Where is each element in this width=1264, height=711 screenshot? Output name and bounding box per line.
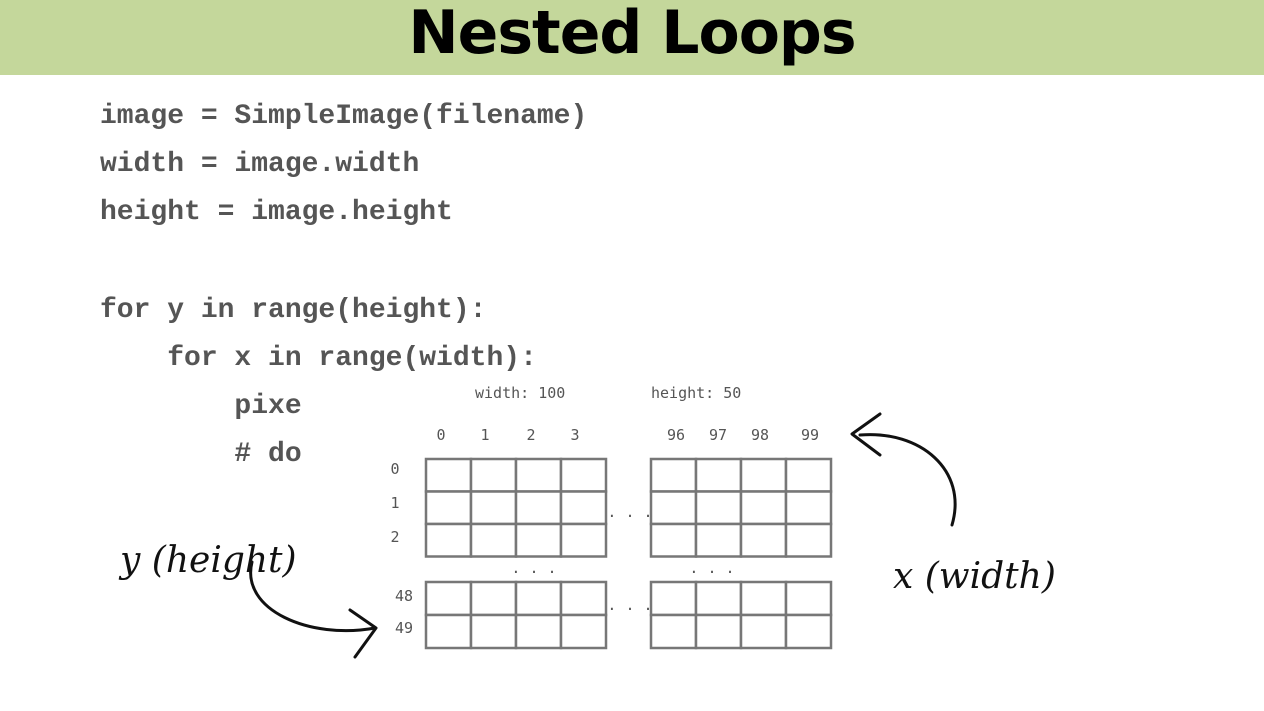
pixel-cell — [739, 580, 788, 617]
row-label: 1 — [390, 494, 399, 512]
x-arrow — [858, 433, 957, 527]
pixel-cell — [649, 457, 698, 493]
column-label: 97 — [709, 426, 727, 444]
pixel-cell — [559, 580, 608, 617]
pixel-cell — [694, 613, 743, 650]
code-line: width = image.width — [100, 149, 420, 180]
row-label: 48 — [395, 587, 413, 605]
column-label: 2 — [526, 426, 535, 444]
pixel-cell — [739, 490, 788, 526]
y-height-annotation: y (height) — [118, 540, 297, 581]
column-label: 3 — [570, 426, 579, 444]
code-line: for y in range(height): — [100, 295, 487, 326]
pixel-cell — [424, 490, 473, 526]
code-line: pixe — [100, 391, 302, 422]
row-labels: 0 1 2 48 49 — [390, 460, 413, 637]
pixel-cell — [559, 613, 608, 650]
ellipsis-row-48: . . . — [607, 596, 652, 614]
column-labels: 0 1 2 3 96 97 98 99 — [436, 426, 819, 444]
row-label: 0 — [390, 460, 399, 478]
pixel-cell — [469, 580, 518, 617]
pixel-cell — [514, 522, 563, 558]
pixel-cell — [784, 490, 833, 526]
pixel-cell — [514, 457, 563, 493]
pixel-cell — [694, 457, 743, 493]
pixel-cell — [559, 490, 608, 526]
pixel-cell — [784, 580, 833, 617]
pixel-cell — [514, 490, 563, 526]
pixel-cell — [784, 522, 833, 558]
column-label: 98 — [751, 426, 769, 444]
column-label: 1 — [480, 426, 489, 444]
y-arrow — [249, 560, 377, 633]
ellipsis-row-0-2: . . . — [607, 503, 652, 521]
pixel-cell — [559, 522, 608, 558]
y-arrow-head — [348, 608, 378, 659]
pixel-cell — [649, 613, 698, 650]
x-width-annotation: x (width) — [893, 556, 1056, 597]
code-line: for x in range(width): — [100, 343, 537, 374]
pixel-cell — [784, 613, 833, 650]
pixel-cell — [514, 580, 563, 617]
code-line: image = SimpleImage(filename) — [100, 101, 588, 132]
pixel-cell — [694, 580, 743, 617]
pixel-cell — [694, 490, 743, 526]
pixel-cell — [694, 522, 743, 558]
row-label: 2 — [390, 528, 399, 546]
column-label: 99 — [801, 426, 819, 444]
pixel-cell — [424, 580, 473, 617]
pixel-cell — [739, 457, 788, 493]
pixel-cell — [559, 457, 608, 493]
pixel-cell — [469, 457, 518, 493]
pixel-cell — [469, 490, 518, 526]
pixel-cell — [469, 522, 518, 558]
column-label: 0 — [436, 426, 445, 444]
pixel-cell — [649, 490, 698, 526]
width-label: width: 100 — [475, 384, 565, 402]
pixel-cell — [514, 613, 563, 650]
pixel-cell — [424, 457, 473, 493]
pixel-cell — [469, 613, 518, 650]
x-arrow-head — [850, 412, 882, 457]
pixel-cell — [424, 522, 473, 558]
column-label: 96 — [667, 426, 685, 444]
pixel-cell — [739, 522, 788, 558]
pixel-cell — [424, 613, 473, 650]
code-line: height = image.height — [100, 197, 453, 228]
code-line: # do — [100, 439, 302, 470]
pixel-cell — [649, 580, 698, 617]
page-title: Nested Loops — [408, 0, 856, 68]
pixel-cell — [784, 457, 833, 493]
row-label: 49 — [395, 619, 413, 637]
ellipsis-right-rows: . . . — [689, 559, 734, 577]
height-label: height: 50 — [651, 384, 741, 402]
ellipsis-left-rows: . . . — [511, 559, 556, 577]
pixel-cell — [739, 613, 788, 650]
title-bar — [0, 0, 1264, 75]
pixel-cell — [649, 522, 698, 558]
grid-blocks — [424, 457, 833, 650]
